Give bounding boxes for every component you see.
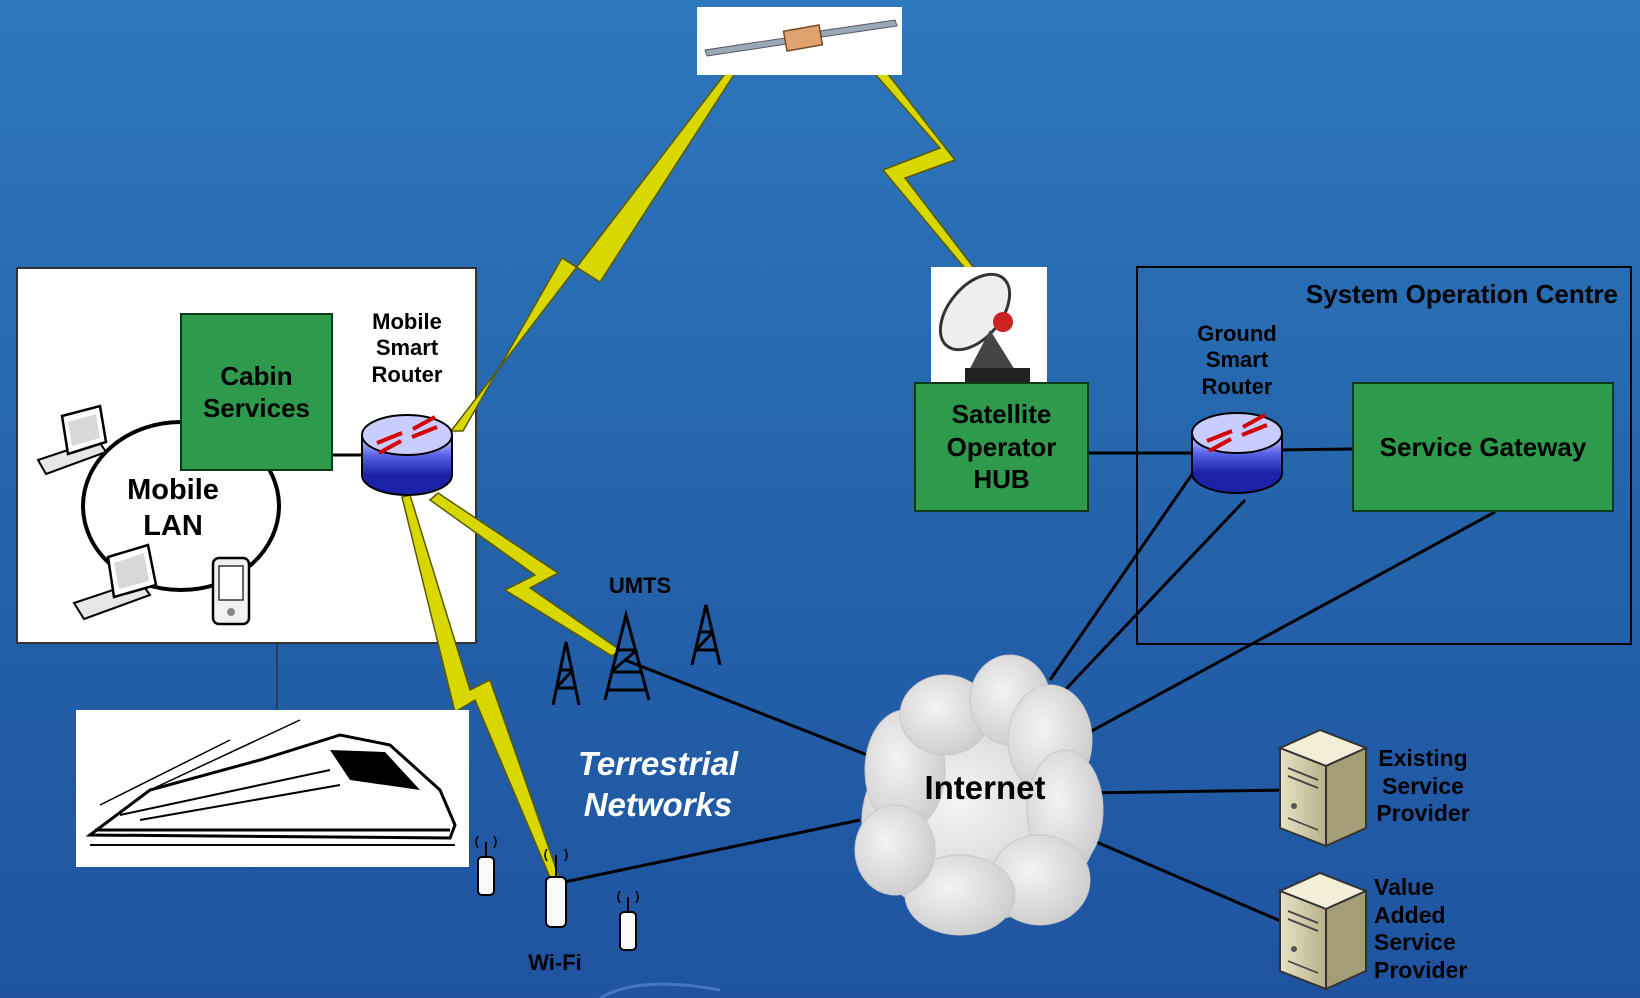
value-added-service-provider-label: Value Added Service Provider <box>1374 874 1468 983</box>
pda-icon <box>211 556 251 626</box>
cell-tower-icon <box>690 604 722 666</box>
mobile-smart-router-label: Mobile Smart Router <box>371 309 443 387</box>
mobile-smart-router-icon <box>361 414 453 496</box>
internet-cloud-icon <box>854 654 1104 936</box>
ground-smart-router-label: Ground Smart Router <box>1197 321 1277 399</box>
wifi-access-point-icon <box>544 848 568 928</box>
soc-title: System Operation Centre <box>1305 279 1618 309</box>
cabin-services-box: Cabin Services <box>180 313 333 471</box>
laptop-icon <box>72 543 158 621</box>
wifi-access-point-icon <box>475 835 497 896</box>
internet-label: Internet <box>924 769 1046 806</box>
cell-towers <box>551 604 722 706</box>
server-icon <box>1277 871 1369 991</box>
satellite-icon <box>697 7 902 75</box>
connection-lines <box>330 447 1496 927</box>
service-gateway-box: Service Gateway <box>1352 382 1614 512</box>
satellite-dish-icon <box>931 267 1047 382</box>
lightning-satellite-to-hub <box>866 63 976 273</box>
train-image <box>76 710 469 867</box>
service-gateway-label: Service Gateway <box>1379 431 1587 462</box>
ground-smart-router-icon <box>1191 412 1283 494</box>
watermark-swoosh <box>599 982 721 998</box>
terrestrial-networks-label: Terrestrial Networks <box>577 745 739 824</box>
satellite-operator-hub-label: Satellite Operator HUB <box>946 399 1057 495</box>
server-icon <box>1277 728 1369 848</box>
wifi-label: Wi-Fi <box>528 950 582 975</box>
cell-tower-icon <box>551 641 581 706</box>
lightning-router-to-umts <box>428 492 622 657</box>
system-operation-centre-frame <box>1136 266 1632 645</box>
cabin-services-label: Cabin Services <box>203 360 310 424</box>
existing-service-provider-label: Existing Service Provider <box>1376 745 1470 827</box>
wifi-access-point-icon <box>617 890 639 951</box>
lightning-satellite-to-train <box>449 64 739 432</box>
umts-label: UMTS <box>608 573 672 598</box>
laptop-icon <box>36 404 108 476</box>
satellite-operator-hub-box: Satellite Operator HUB <box>914 382 1089 512</box>
mobile-lan-label: Mobile LAN <box>127 474 219 543</box>
cell-tower-icon <box>603 609 651 701</box>
